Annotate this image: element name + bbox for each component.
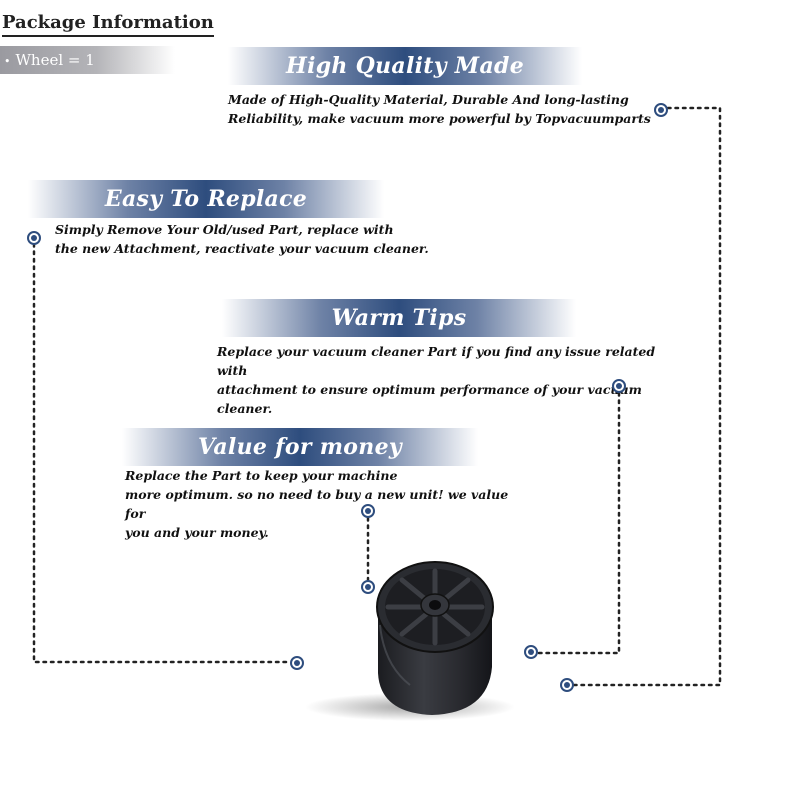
bullet-dot-icon: • xyxy=(4,55,11,68)
target-dot-icon xyxy=(654,103,668,117)
banner-value-for-money: Value for money xyxy=(122,428,478,466)
desc-easy-to-replace: Simply Remove Your Old/used Part, replac… xyxy=(55,222,429,256)
package-item-label: Wheel = 1 xyxy=(15,51,95,69)
connector-easy-replace xyxy=(32,242,291,664)
connector-high-quality xyxy=(572,106,722,687)
target-dot-icon xyxy=(560,678,574,692)
package-information-title: Package Information xyxy=(2,12,214,37)
banner-warm-tips: Warm Tips xyxy=(222,299,576,337)
package-item-badge: • Wheel = 1 xyxy=(0,46,175,74)
connector-warm-tips xyxy=(536,391,621,655)
target-dot-icon xyxy=(27,231,41,245)
target-dot-icon xyxy=(612,379,626,393)
desc-warm-tips: Replace your vacuum cleaner Part if you … xyxy=(217,344,656,416)
target-dot-icon xyxy=(361,504,375,518)
target-dot-icon xyxy=(290,656,304,670)
target-dot-icon xyxy=(524,645,538,659)
banner-easy-to-replace: Easy To Replace xyxy=(28,180,384,218)
wheel-image xyxy=(300,555,530,725)
target-dot-icon xyxy=(361,580,375,594)
desc-high-quality-made: Made of High-Quality Material, Durable A… xyxy=(228,92,651,126)
banner-high-quality-made: High Quality Made xyxy=(228,47,582,85)
desc-value-for-money: Replace the Part to keep your machine mo… xyxy=(125,468,509,540)
